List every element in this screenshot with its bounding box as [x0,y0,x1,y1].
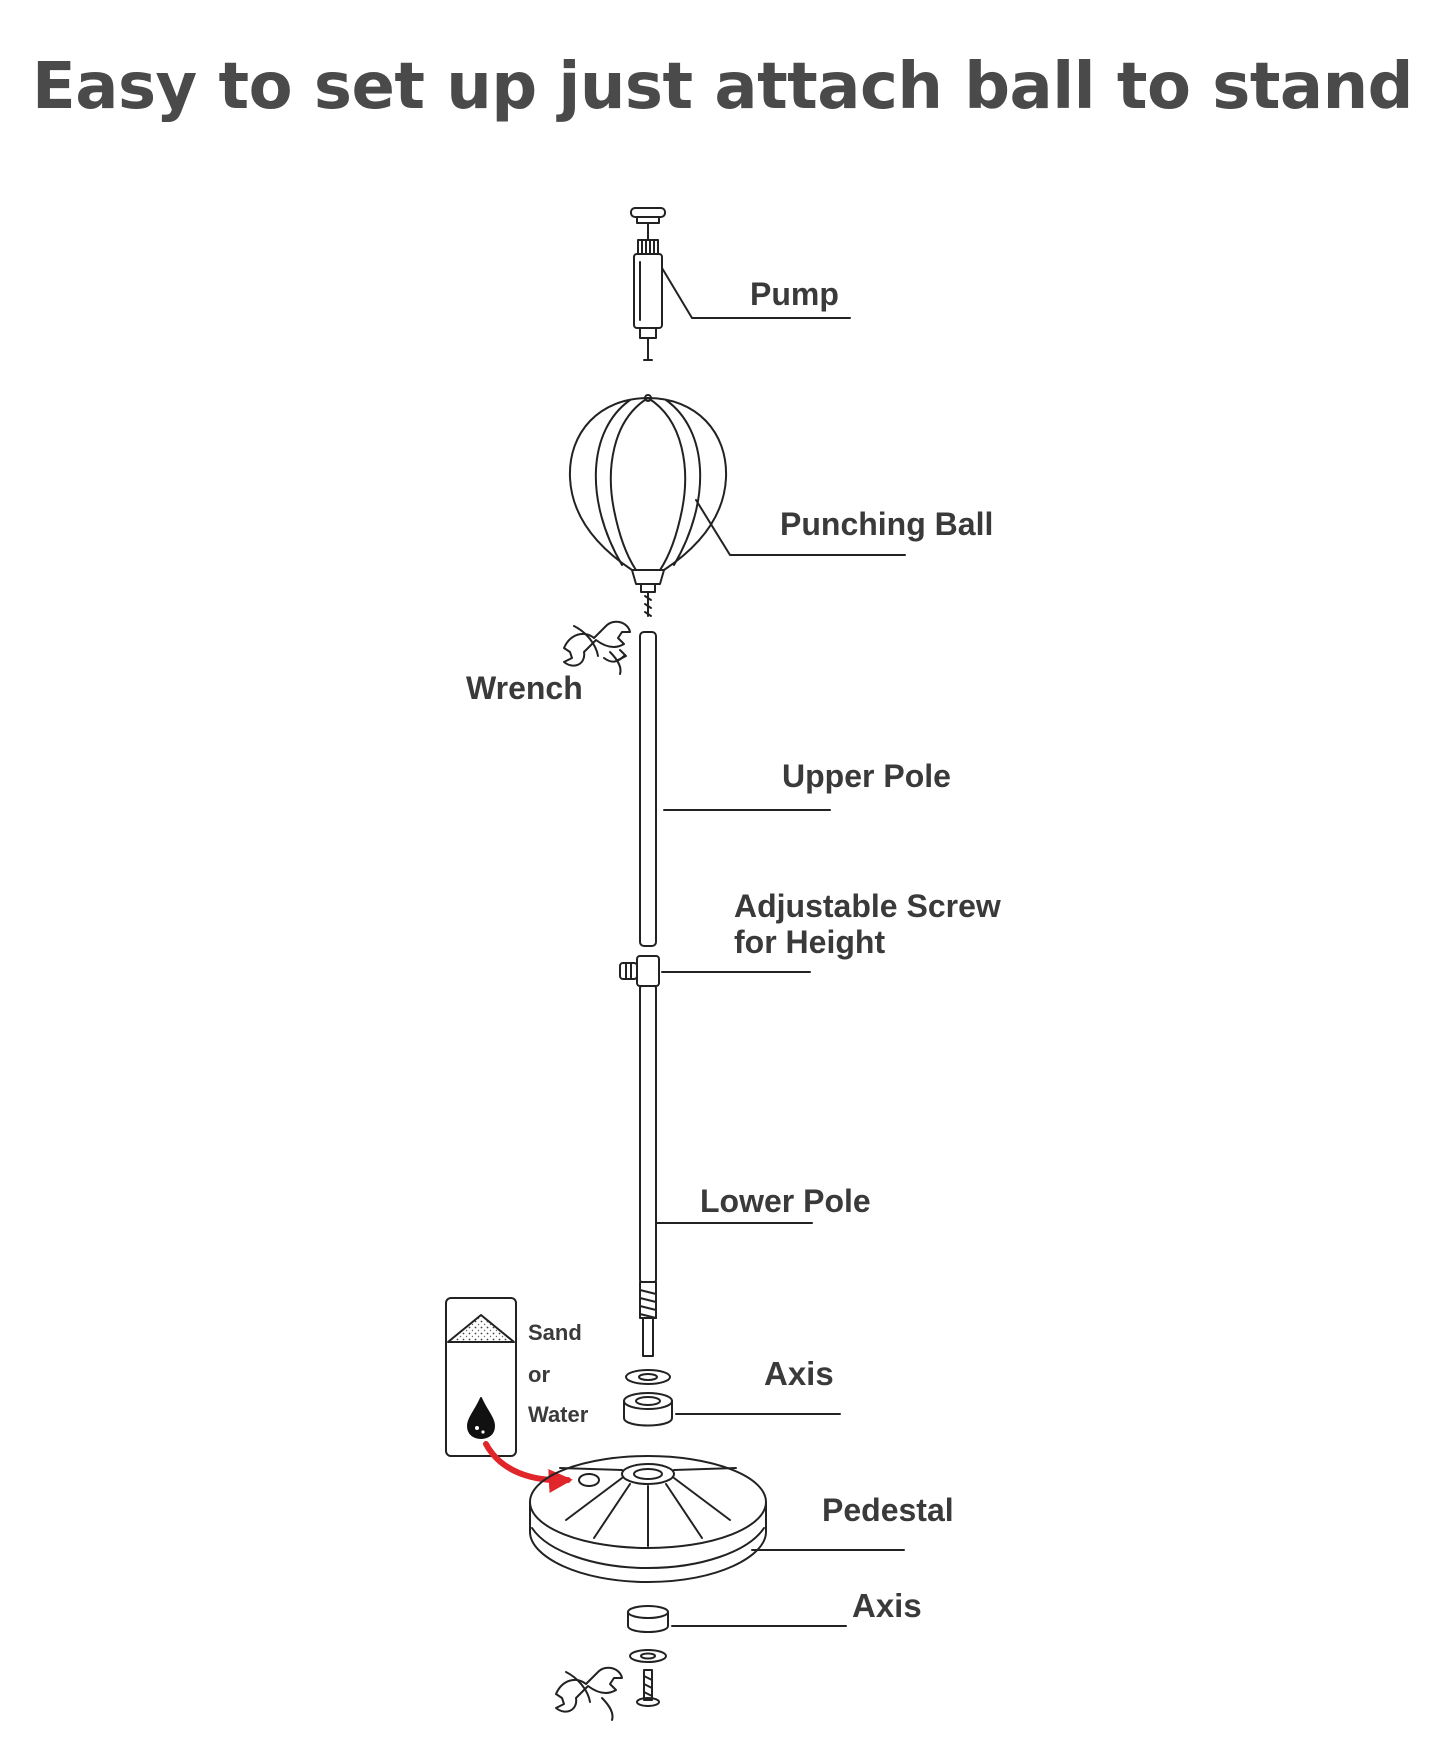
label-pump: Pump [750,276,839,312]
page-title: Easy to set up just attach ball to stand [32,50,1413,124]
wrench-bottom-icon [555,1666,623,1721]
axis-icon [623,1369,673,1427]
punching-ball-icon [568,394,728,617]
label-pedestal: Pedestal [822,1492,954,1528]
label-or: or [528,1362,550,1387]
pump-leader-line [661,267,851,319]
lower-pole-icon [639,985,657,1357]
label-upper-pole: Upper Pole [782,758,951,794]
label-punching-ball: Punching Ball [780,506,994,542]
label-wrench: Wrench [466,670,583,706]
screw-icon [619,955,660,987]
label-axis-top: Axis [764,1355,834,1392]
arrow-icon [483,1441,573,1493]
label-adjustable-screw: Adjustable Screw for Height [734,888,1001,960]
label-water: Water [528,1402,589,1427]
fill-box [445,1297,517,1457]
label-axis-bottom: Axis [852,1587,922,1624]
pedestal-icon [529,1455,767,1583]
ball-leader-line [695,499,906,556]
pole-icon [639,631,657,947]
axis-bottom-icon [627,1605,669,1707]
water-drop-icon [467,1397,495,1439]
label-lower-pole: Lower Pole [700,1183,871,1219]
wrench-icon [563,620,631,675]
sand-icon [447,1314,515,1343]
label-sand: Sand [528,1320,582,1345]
pump-icon [630,207,666,361]
